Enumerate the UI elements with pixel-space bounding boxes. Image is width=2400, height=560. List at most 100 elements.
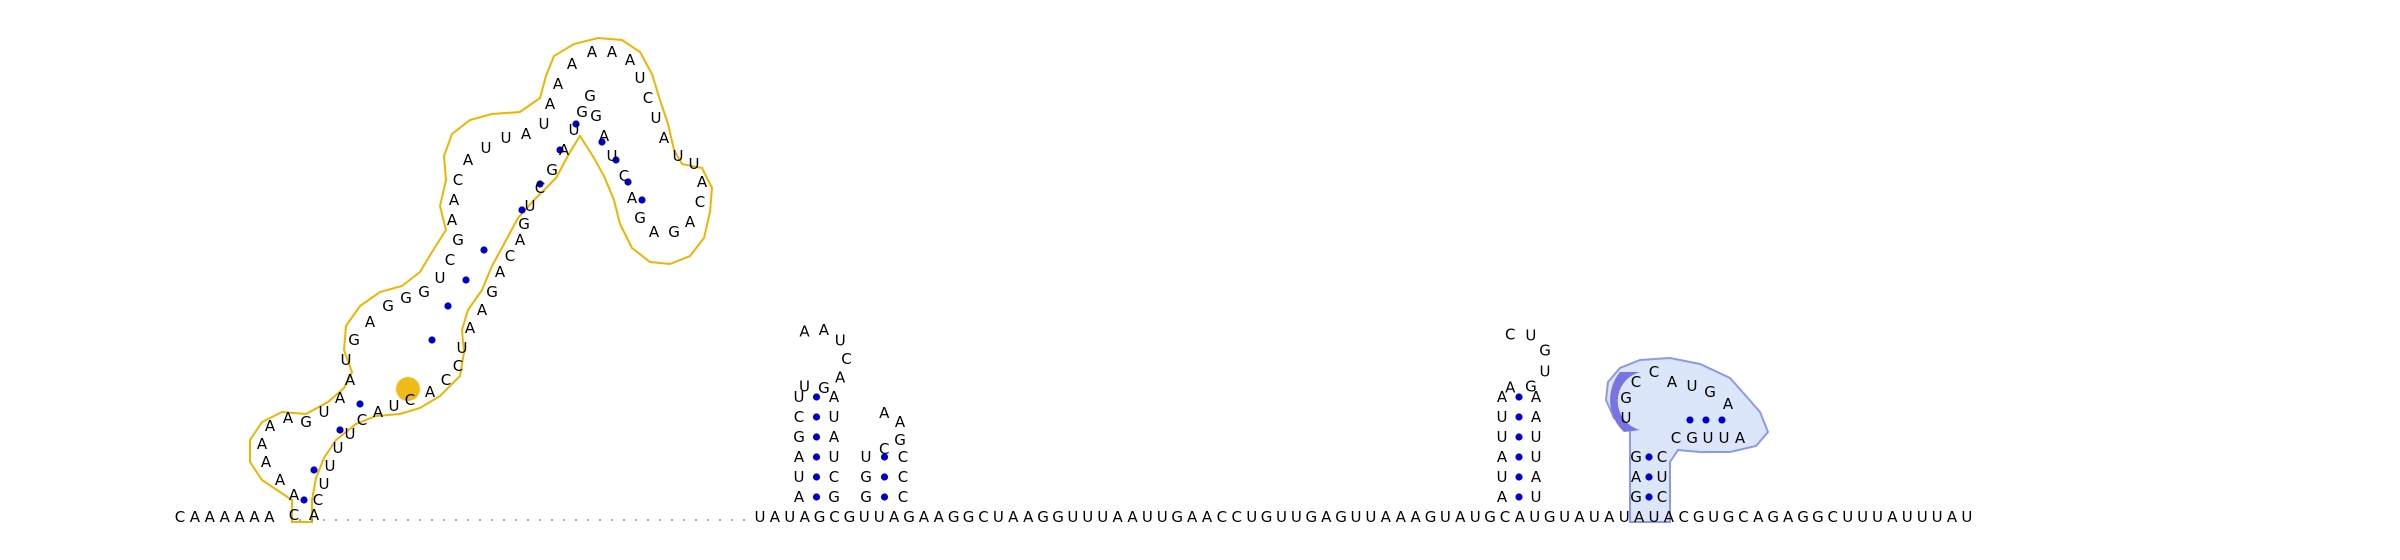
gap-dot xyxy=(599,519,601,521)
stem-nucleotide: U xyxy=(1497,428,1508,446)
gap-dot xyxy=(383,519,385,521)
base-pair-dot xyxy=(812,473,821,481)
gap-dot xyxy=(431,519,433,521)
backbone-nucleotide: G xyxy=(1261,508,1273,526)
backbone-nucleotide: A xyxy=(220,508,231,526)
loop-nucleotide: A xyxy=(799,322,810,340)
structure-nucleotide: A xyxy=(283,409,294,427)
loop-nucleotide: U xyxy=(835,332,846,350)
backbone-nucleotide: A xyxy=(1023,508,1034,526)
stem-nucleotide: A xyxy=(829,428,840,446)
stem-nucleotide: A xyxy=(1497,388,1508,406)
gap-dot xyxy=(491,519,493,521)
gap-dot xyxy=(731,519,733,521)
stem-nucleotide: C xyxy=(898,468,908,486)
gap-dot xyxy=(611,519,613,521)
gap-dot xyxy=(395,519,397,521)
backbone-nucleotide: U xyxy=(1067,508,1078,526)
stem-nucleotide: U xyxy=(1531,428,1542,446)
structure-nucleotide: C xyxy=(453,357,463,375)
base-pair-dot xyxy=(812,453,821,461)
stem-nucleotide: A xyxy=(1631,468,1642,486)
structure-nucleotide: G xyxy=(546,161,558,179)
backbone-nucleotide: U xyxy=(1291,508,1302,526)
gap-dot xyxy=(683,519,685,521)
structure-nucleotide: A xyxy=(567,55,578,73)
backbone-nucleotide: A xyxy=(1112,508,1123,526)
stem-nucleotide: C xyxy=(1657,488,1667,506)
structure-nucleotide: A xyxy=(345,371,356,389)
stem-nucleotide: A xyxy=(1735,429,1746,447)
structure-nucleotide: C xyxy=(405,391,415,409)
structure-nucleotide: U xyxy=(501,129,512,147)
loop-nucleotide: G xyxy=(818,379,830,397)
highlight-outline-blue xyxy=(1604,356,1770,523)
backbone-nucleotide: A xyxy=(1008,508,1019,526)
backbone-nucleotide: U xyxy=(1589,508,1600,526)
gap-dot xyxy=(323,519,325,521)
structure-nucleotide: A xyxy=(607,43,618,61)
backbone-nucleotide: G xyxy=(1037,508,1049,526)
stem-nucleotide: A xyxy=(1531,468,1542,486)
loop-nucleotide: G xyxy=(1525,377,1537,395)
loop-nucleotide: G xyxy=(894,431,906,449)
structure-nucleotide: C xyxy=(441,371,451,389)
backbone-nucleotide: A xyxy=(1664,508,1675,526)
structure-nucleotide: A xyxy=(559,141,570,159)
loop-nucleotide: U xyxy=(1621,409,1632,427)
stem-nucleotide: U xyxy=(794,468,805,486)
loop-nucleotide: U xyxy=(1525,327,1536,345)
backbone-nucleotide: A xyxy=(934,508,945,526)
stem-nucleotide: G xyxy=(1630,488,1642,506)
structure-nucleotide: U xyxy=(481,139,492,157)
stem-nucleotide: C xyxy=(1657,448,1667,466)
base-pair-dot xyxy=(638,196,646,204)
base-pair-dot xyxy=(624,178,632,186)
structure-nucleotide: C xyxy=(445,251,455,269)
structure-nucleotide: A xyxy=(625,51,636,69)
base-pair-dot xyxy=(536,180,544,188)
structure-nucleotide: C xyxy=(535,179,545,197)
structure-nucleotide: A xyxy=(477,301,488,319)
gap-dot xyxy=(575,519,577,521)
base-pair-dot xyxy=(480,246,488,254)
gap-dot xyxy=(467,519,469,521)
structure-nucleotide: U xyxy=(435,269,446,287)
backbone-nucleotide: A xyxy=(1455,508,1466,526)
stem-nucleotide: U xyxy=(829,408,840,426)
backbone-nucleotide: A xyxy=(1604,508,1615,526)
gap-dot xyxy=(359,519,361,521)
base-pair-dot xyxy=(556,146,564,154)
base-pair-dot xyxy=(880,473,889,481)
loop-nucleotide: G xyxy=(1704,383,1716,401)
stem-nucleotide: A xyxy=(1531,388,1542,406)
gap-dot xyxy=(479,519,481,521)
backbone-nucleotide: U xyxy=(1619,508,1630,526)
backbone-nucleotide: U xyxy=(874,508,885,526)
backbone-nucleotide: U xyxy=(1276,508,1287,526)
backbone-nucleotide: G xyxy=(1171,508,1183,526)
base-pair-dot xyxy=(518,206,526,214)
backbone-nucleotide: G xyxy=(1723,508,1735,526)
gap-dot xyxy=(371,519,373,521)
structure-nucleotide: G xyxy=(400,289,412,307)
base-pair-dot xyxy=(428,336,436,344)
structure-nucleotide: A xyxy=(335,389,346,407)
stem-nucleotide: C xyxy=(794,408,804,426)
base-pair-dot xyxy=(1515,473,1523,481)
stem-nucleotide: U xyxy=(829,448,840,466)
structure-nucleotide: A xyxy=(697,173,708,191)
base-pair-dot xyxy=(1515,433,1523,441)
backbone-nucleotide: G xyxy=(1693,508,1705,526)
stem-nucleotide: U xyxy=(861,448,872,466)
structure-nucleotide: A xyxy=(463,151,474,169)
backbone-nucleotide: U xyxy=(1857,508,1868,526)
gap-dot xyxy=(623,519,625,521)
highlight-orange-mark xyxy=(396,377,420,401)
structure-nucleotide: U xyxy=(389,397,400,415)
base-pair-dot xyxy=(1515,453,1523,461)
backbone-nucleotide: C xyxy=(175,508,185,526)
backbone-nucleotide: U xyxy=(1961,508,1972,526)
backbone-nucleotide: A xyxy=(1396,508,1407,526)
loop-nucleotide: A xyxy=(1667,373,1678,391)
